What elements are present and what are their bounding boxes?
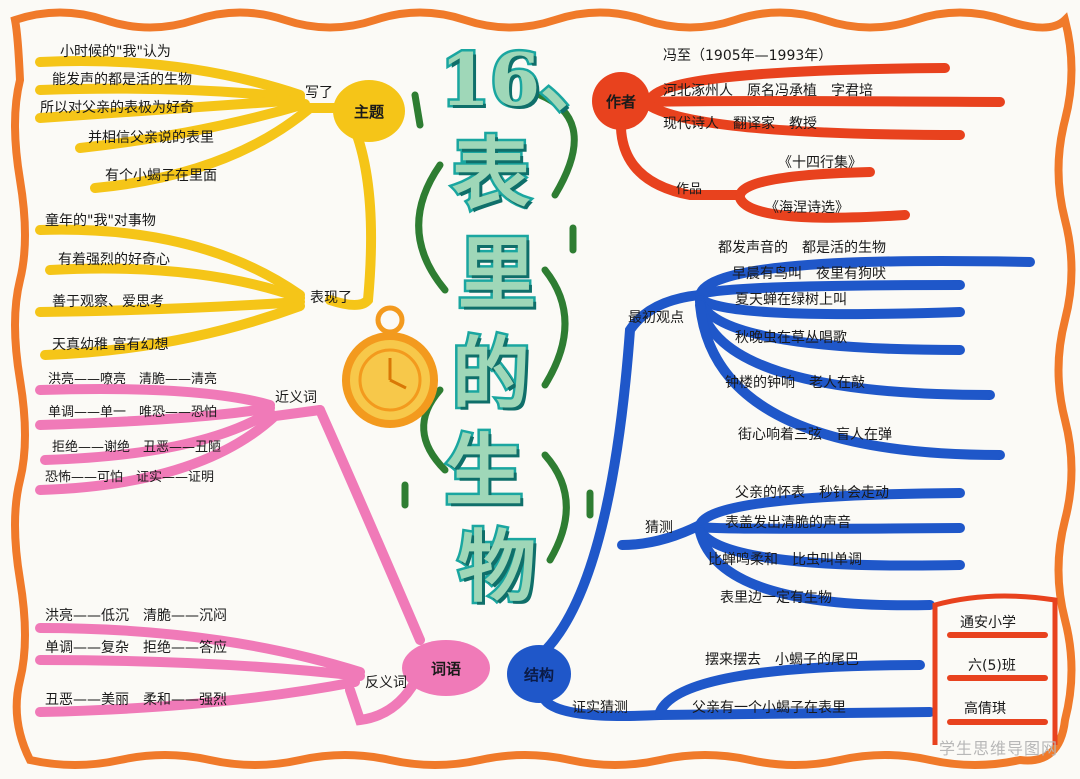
theme-show-item: 善于观察、爱思考	[52, 294, 164, 310]
theme-hub-label: 主题	[353, 102, 384, 121]
title-char-3: 的	[449, 329, 532, 420]
structure-initial-item: 钟楼的钟响 老人在敲	[725, 375, 865, 391]
structure-confirm-item: 父亲有一个小蝎子在表里	[692, 700, 846, 716]
structure-doubt-item: 比蝉鸣柔和 比虫叫单调	[708, 552, 862, 568]
synonym-row: 拒绝——谢绝 丑恶——丑陋	[52, 440, 222, 455]
watermark: 学生思维导图网	[938, 739, 1058, 758]
structure-initial-item: 都发声音的 都是活的生物	[718, 240, 886, 256]
signature-class: 六(5)班	[968, 658, 1016, 674]
title-char-4: 生	[442, 426, 525, 517]
structure-doubt-item: 表里边一定有生物	[720, 590, 832, 606]
synonym-row: 单调——单一 唯恐——恐怕	[48, 405, 218, 420]
antonym-row: 洪亮——低沉 清脆——沉闷	[45, 608, 227, 624]
words-hub[interactable]: 词语	[402, 640, 490, 696]
structure-initial-item: 夏天蝉在绿树上叫	[735, 292, 847, 308]
pocket-watch	[342, 305, 438, 428]
author-hub[interactable]: 作者	[592, 72, 650, 130]
structure-initial-item: 秋晚虫在草丛唱歌	[735, 330, 847, 346]
theme-show-label: 表现了	[310, 290, 352, 306]
theme-hub[interactable]: 主题	[333, 80, 405, 142]
structure-hub[interactable]: 结构	[507, 645, 571, 703]
title-number: 16、	[437, 37, 614, 122]
theme-show-item: 有着强烈的好奇心	[58, 252, 170, 268]
signature-name: 高倩琪	[964, 701, 1006, 717]
title-char-2: 里	[455, 229, 538, 320]
theme-write-item: 所以对父亲的表极为好奇	[40, 100, 194, 116]
author-works-label: 作品	[676, 182, 703, 197]
structure-doubt-item: 表盖发出清脆的声音	[725, 515, 851, 531]
words-branches	[35, 384, 425, 726]
name-box-border	[932, 593, 1058, 745]
structure-doubt-label: 猜测	[645, 520, 673, 536]
author-work: 《十四行集》	[778, 155, 862, 171]
signature-school: 通安小学	[960, 615, 1016, 631]
theme-write-item: 能发声的都是活的生物	[52, 72, 192, 88]
structure-hub-label: 结构	[523, 665, 554, 684]
antonyms-label: 反义词	[365, 675, 407, 691]
synonym-row: 洪亮——嘹亮 清脆——清亮	[48, 372, 218, 387]
antonym-row: 丑恶——美丽 柔和——强烈	[45, 692, 227, 708]
title-char-1: 表	[449, 129, 532, 220]
structure-branches	[530, 255, 1035, 721]
synonyms-label: 近义词	[275, 390, 317, 406]
theme-write-item: 小时候的"我"认为	[60, 44, 171, 60]
author-work: 《海涅诗选》	[765, 200, 849, 216]
title-char-5: 物	[455, 522, 538, 613]
theme-write-label: 写了	[305, 85, 333, 101]
theme-show-item: 童年的"我"对事物	[45, 213, 156, 229]
wavy-border	[10, 8, 1076, 769]
theme-write-item: 有个小蝎子在里面	[105, 168, 217, 184]
structure-initial-item: 街心响着三弦 盲人在弹	[738, 427, 892, 443]
structure-confirm-item: 摆来摆去 小蝎子的尾巴	[705, 652, 859, 668]
structure-confirm-label: 证实猜测	[572, 700, 628, 716]
title-vines	[401, 91, 594, 564]
structure-doubt-item: 父亲的怀表 秒针会走动	[735, 485, 889, 501]
theme-show-item: 天真幼稚 富有幻想	[52, 337, 169, 353]
antonym-row: 单调——复杂 拒绝——答应	[45, 640, 227, 656]
author-line: 冯至（1905年—1993年）	[663, 48, 833, 64]
author-line: 现代诗人 翻译家 教授	[663, 116, 817, 132]
words-hub-label: 词语	[430, 659, 461, 678]
structure-initial-item: 早晨有鸟叫 夜里有狗吠	[732, 266, 886, 282]
author-line: 河北涿州人 原名冯承植 字君培	[663, 83, 873, 99]
theme-write-item: 并相信父亲说的表里	[88, 130, 214, 146]
synonym-row: 恐怖——可怕 证实——证明	[45, 470, 215, 485]
author-hub-label: 作者	[605, 92, 636, 111]
structure-initial-label: 最初观点	[628, 310, 684, 326]
signature-box: 通安小学 六(5)班 高倩琪	[942, 605, 1054, 735]
